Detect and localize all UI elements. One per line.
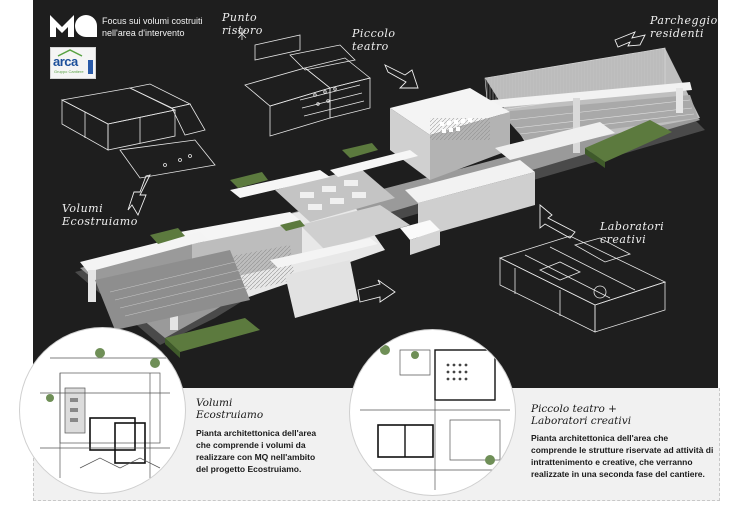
header-caption: Focus sui volumi costruiti nell'area d'i… — [102, 15, 203, 39]
label-parcheggio: Parcheggio residenti — [650, 14, 718, 40]
teatro-roof — [390, 88, 510, 135]
header-line1: Focus sui volumi costruiti — [102, 16, 203, 26]
sketch-arrows — [127, 31, 646, 303]
green-patch — [585, 120, 672, 162]
plan-circle-ecostruiamo — [20, 328, 185, 493]
middle-interior — [275, 168, 395, 222]
arca-logo-sub: Gruppo Cantiere — [54, 69, 84, 74]
arca-flag-icon — [88, 60, 93, 74]
arca-logo-text: arca — [53, 54, 78, 69]
sketch-volumes — [60, 83, 216, 179]
grass-left — [165, 318, 260, 352]
lab-roof — [405, 160, 535, 203]
plan-description-ecostruiamo: Pianta architettonica dell'area che comp… — [196, 428, 317, 474]
pergola-beam — [470, 82, 692, 110]
sketch-laboratori — [498, 235, 667, 333]
plan-description-teatro: Pianta architettonica dell'area che comp… — [531, 433, 714, 479]
plan-circle-teatro — [350, 330, 515, 495]
label-volumi: Volumi Ecostruiamo — [62, 202, 138, 228]
plan-drawing-teatro — [360, 345, 510, 490]
label-piccolo-teatro: Piccolo teatro — [352, 27, 396, 53]
mq-logo — [50, 15, 97, 37]
sketch-teatro — [237, 28, 371, 137]
plan-title-ecostruiamo: Volumi Ecostruiamo — [196, 397, 264, 421]
label-punto-ristoro: Punto ristoro — [222, 11, 263, 37]
header-line2: nell'area d'intervento — [102, 28, 185, 38]
arca-logo: arca Gruppo Cantiere — [50, 47, 96, 79]
left-pergola — [80, 232, 208, 272]
plan-title-teatro: Piccolo teatro + Laboratori creativi — [531, 403, 632, 427]
ecostruiamo-roof — [180, 212, 302, 244]
label-laboratori: Laboratori creativi — [600, 220, 665, 246]
plan-drawing-ecostruiamo — [40, 348, 170, 478]
